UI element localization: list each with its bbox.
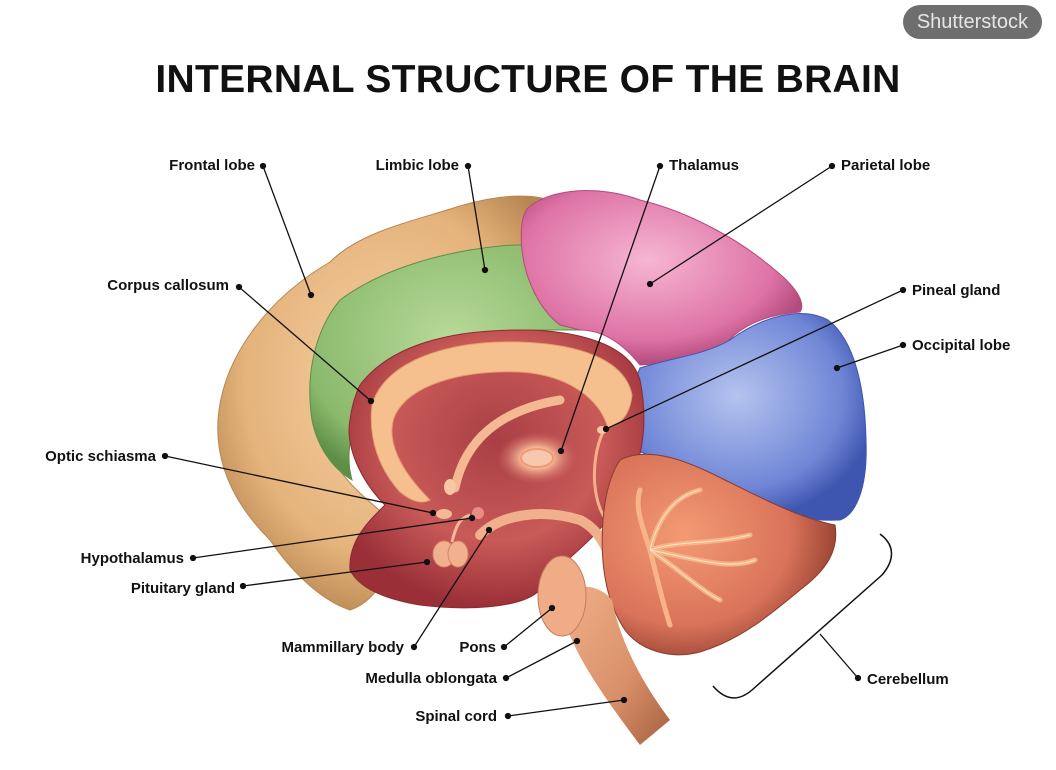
hypothalamus-shape bbox=[472, 507, 484, 519]
pons-region bbox=[537, 555, 587, 637]
pituitary-gland-shape-2 bbox=[447, 540, 469, 568]
label-hypothalamus: Hypothalamus bbox=[80, 550, 184, 567]
label-occipital-lobe: Occipital lobe bbox=[912, 337, 1011, 354]
label-frontal-lobe: Frontal lobe bbox=[169, 157, 255, 174]
label-cerebellum: Cerebellum bbox=[867, 671, 949, 688]
diagram-title: INTERNAL STRUCTURE OF THE BRAIN bbox=[155, 58, 901, 101]
watermark-badge: Shutterstock bbox=[902, 5, 1042, 39]
parietal-lobe-region bbox=[520, 190, 803, 366]
label-corpus-callosum: Corpus callosum bbox=[107, 277, 229, 294]
optic-chiasm-nub bbox=[444, 479, 456, 495]
thalamus-core bbox=[520, 448, 554, 468]
label-mammillary-body: Mammillary body bbox=[281, 639, 404, 656]
label-thalamus: Thalamus bbox=[669, 157, 740, 174]
cerebellum-bracket bbox=[712, 533, 893, 699]
spinal-cord-region bbox=[560, 586, 670, 745]
label-limbic-lobe: Limbic lobe bbox=[375, 157, 459, 174]
label-pons: Pons bbox=[459, 639, 496, 656]
frontal-lobe-region bbox=[217, 195, 561, 611]
label-parietal-lobe: Parietal lobe bbox=[841, 157, 931, 174]
fornix-region bbox=[450, 395, 565, 493]
pituitary-stalk bbox=[450, 513, 471, 543]
optic-chiasm-shape bbox=[436, 509, 452, 519]
label-pituitary-gland: Pituitary gland bbox=[130, 580, 235, 597]
label-optic-schiasma: Optic schiasma bbox=[45, 448, 156, 465]
arbor-vitae-lines bbox=[649, 489, 756, 601]
label-medulla-oblongata: Medulla oblongata bbox=[365, 670, 497, 687]
cerebellum-region bbox=[601, 453, 837, 656]
corpus-callosum-region bbox=[370, 341, 633, 503]
label-pineal-gland: Pineal gland bbox=[912, 282, 1001, 299]
leader-lines bbox=[161, 162, 907, 720]
label-spinal-cord: Spinal cord bbox=[415, 708, 497, 725]
